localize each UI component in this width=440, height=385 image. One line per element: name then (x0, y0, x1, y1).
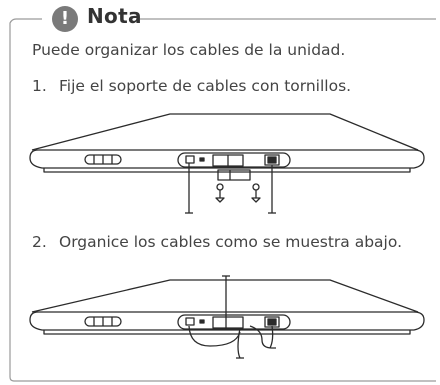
step-2-number: 2. (32, 233, 47, 251)
exclamation-icon: ! (52, 6, 78, 32)
step-2: 2. Organice los cables como se muestra ab… (32, 233, 402, 251)
note-title: Nota (87, 4, 142, 28)
step-1: 1. Fije el soporte de cables con tornillo… (32, 77, 351, 95)
illustration-cables-organized (29, 275, 425, 359)
step-2-text: Organice los cables como se muestra abaj… (59, 233, 402, 251)
step-1-number: 1. (32, 77, 47, 95)
illustration-cable-holder-screws (29, 113, 425, 214)
step-1-text: Fije el soporte de cables con tornillos. (59, 77, 352, 95)
note-intro: Puede organizar los cables de la unidad. (32, 41, 346, 59)
